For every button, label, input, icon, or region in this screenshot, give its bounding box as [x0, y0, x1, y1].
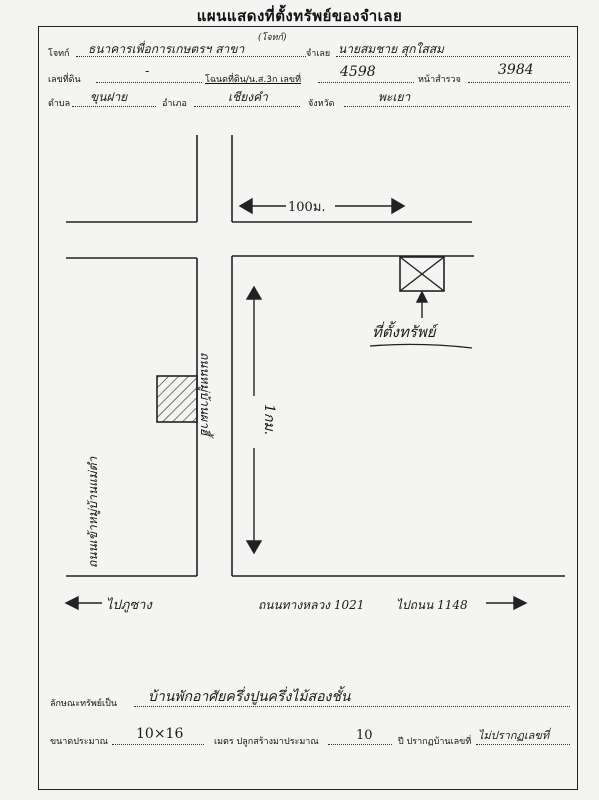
district-value: เชียงคำ [228, 90, 268, 104]
arrow-1km-icon [245, 285, 263, 555]
road-left-label: ไปภูซาง [106, 598, 152, 613]
parcel-label: เลขที่ดิน [48, 75, 81, 85]
size-label: ขนาดประมาณ [50, 737, 108, 747]
arrow-left-icon [64, 595, 102, 611]
property-type-line [134, 706, 570, 707]
built-line [328, 744, 392, 745]
arrow-100m-icon [238, 197, 406, 215]
property-type-label: ลักษณะทรัพย์เป็น [50, 699, 117, 709]
district-label: อำเภอ [162, 99, 187, 109]
district-line [194, 106, 300, 107]
plaintiff-value: ธนาคารเพื่อการเกษตรฯ สาขา [88, 42, 245, 56]
province-value: พะเยา [378, 90, 411, 104]
house-number-label: ปี ปรากฏบ้านเลขที่ [398, 737, 472, 747]
main-road-label: ถนนทางหลวง 1021 [258, 598, 365, 612]
survey-label: หน้าสำรวจ [418, 75, 461, 85]
subdistrict-line [72, 106, 156, 107]
plaintiff-note: (โจทก์) [258, 33, 287, 43]
subdistrict-value: ขุนฝาย [90, 90, 128, 104]
form-frame [38, 26, 578, 790]
distance-100m-label: 100ม. [288, 200, 326, 215]
document-title: แผนแสดงที่ตั้งทรัพย์ของจำเลย [196, 7, 403, 25]
property-label-underline [369, 343, 473, 349]
property-type-value: บ้านพักอาศัยครึ่งปูนครึ่งไม้สองชั้น [148, 689, 351, 705]
size-line [112, 744, 204, 745]
property-marker-icon [399, 256, 445, 292]
survey-line [468, 82, 570, 83]
subdistrict-label: ตำบล [48, 99, 71, 109]
left-road-vertical-label: ถนนเข้าหมู่บ้านแม่ตำ [86, 456, 100, 568]
road-lines [66, 135, 565, 577]
property-location-label: ที่ตั้งทรัพย์ [372, 323, 436, 341]
property-arrow-icon [415, 290, 429, 318]
plaintiff-line [76, 56, 306, 57]
arrow-right-icon [486, 595, 528, 611]
defendant-value: นายสมชาย สุกใสสม [338, 42, 444, 56]
house-hatch-icon [156, 375, 198, 423]
house-number-value: ไม่ปรากฏเลขที่ [478, 729, 550, 742]
province-label: จังหวัด [308, 99, 335, 109]
parcel-line [96, 82, 202, 83]
road-right-label: ไปถนน 1148 [396, 598, 468, 612]
middle-road-vertical-label: ถนนหมู่บ้านผาฮี้ [198, 352, 212, 436]
plaintiff-label: โจทก์ [48, 49, 70, 59]
deed-label: โฉนดที่ดิน/น.ส.3ก เลขที่ [205, 75, 302, 85]
survey-value: 3984 [498, 62, 534, 78]
built-value: 10 [356, 728, 373, 743]
distance-1km-label: 1กม. [261, 404, 277, 436]
defendant-label: จำเลย [306, 49, 331, 59]
defendant-line [336, 56, 570, 57]
size-value: 10×16 [136, 726, 184, 742]
deed-line [318, 82, 414, 83]
province-line [344, 106, 570, 107]
house-number-line [476, 744, 570, 745]
deed-value: 4598 [340, 64, 376, 80]
parcel-value: - [145, 64, 150, 79]
built-label: เมตร ปลูกสร้างมาประมาณ [214, 737, 319, 747]
